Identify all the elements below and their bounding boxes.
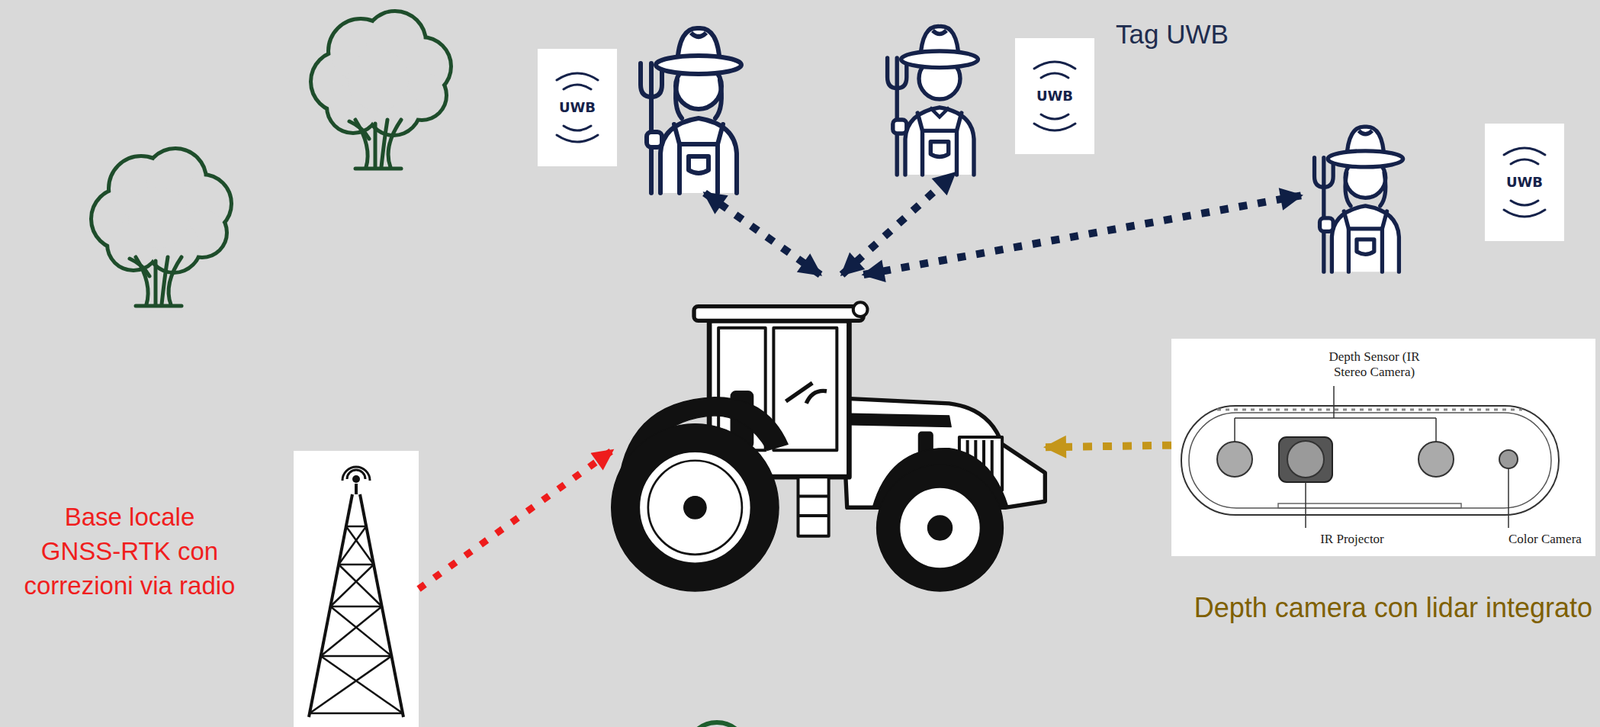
worker-with-uwb-tag: UWB <box>537 9 761 193</box>
farmer <box>1314 126 1404 272</box>
station-label: Base locale GNSS-RTK con correzioni via … <box>15 499 245 603</box>
worker-with-uwb-tag: UWB <box>1301 110 1565 271</box>
part-label: IR Projector <box>1298 531 1406 547</box>
gnss-rtk-base-station: Base locale GNSS-RTK con correzioni via … <box>293 450 419 727</box>
part-label: Color Camera <box>1508 531 1593 547</box>
tractor-drawing <box>611 302 1046 592</box>
legend-note: Tag UWB <box>1115 19 1292 50</box>
device-caption: Depth camera con lidar integrato <box>1165 591 1593 624</box>
dotted-arrow <box>863 195 1302 275</box>
tag-label: UWB <box>1484 173 1565 191</box>
dotted-arrow <box>841 173 955 275</box>
worker-with-uwb-tag: UWB <box>875 9 1096 174</box>
partial-tree <box>686 722 748 727</box>
tree <box>312 12 450 169</box>
tag-label: UWB <box>537 99 617 116</box>
farmer <box>640 28 742 193</box>
tree <box>93 150 230 306</box>
depth-camera: Depth Sensor (IR Stereo Camera) IR Projec… <box>1171 338 1596 556</box>
dotted-arrow <box>704 192 821 275</box>
gnss-tower <box>293 450 419 727</box>
tractor <box>612 274 1046 595</box>
dotted-arrow <box>418 449 613 589</box>
part-label: Depth Sensor (IR Stereo Camera) <box>1309 349 1440 380</box>
depth-camera-drawing <box>1171 338 1596 556</box>
farmer <box>887 26 979 175</box>
dotted-arrow <box>1045 445 1172 448</box>
tag-label: UWB <box>1015 87 1095 105</box>
